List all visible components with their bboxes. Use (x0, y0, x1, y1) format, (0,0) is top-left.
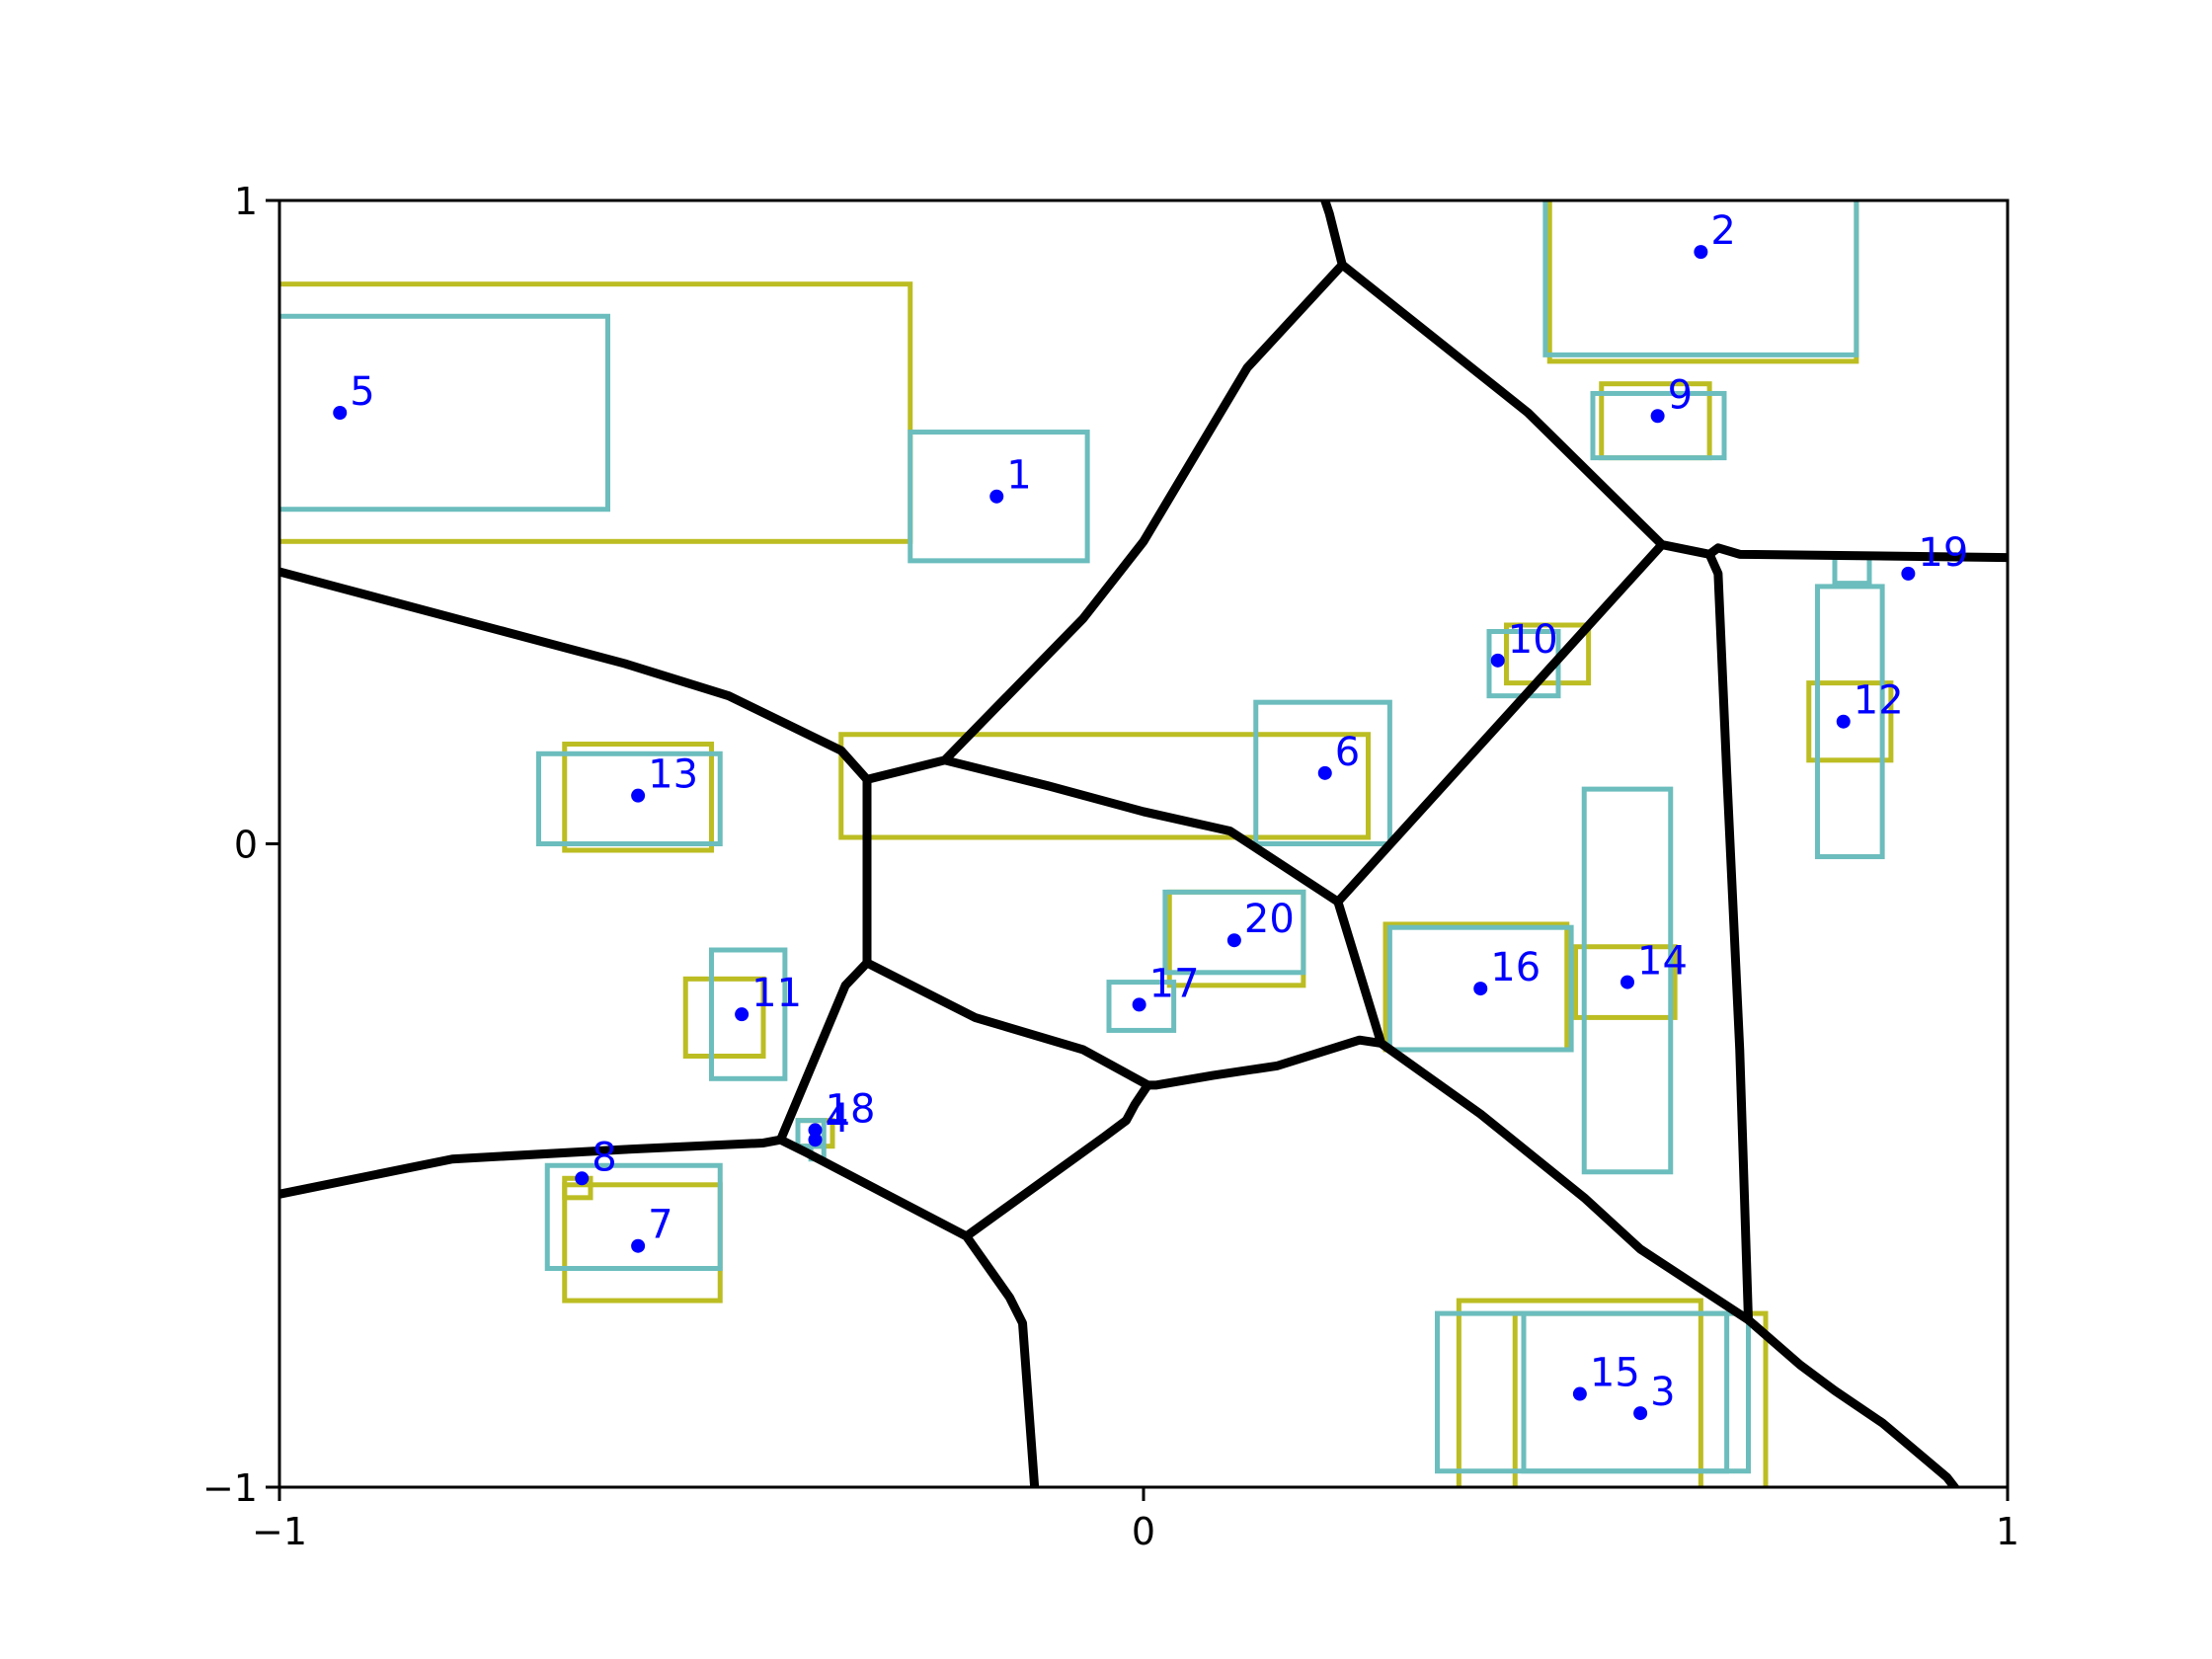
point-label: 18 (826, 1086, 876, 1132)
x-tick-label: 1 (1996, 1510, 2019, 1553)
box-b (1581, 786, 1674, 1175)
point-label: 6 (1335, 730, 1360, 775)
point-label: 15 (1590, 1351, 1640, 1396)
voronoi-edge (279, 1135, 785, 1199)
box-a (1573, 944, 1678, 1020)
data-point (1901, 566, 1916, 581)
data-point (631, 788, 646, 803)
point-label: 8 (592, 1135, 616, 1180)
data-point (989, 489, 1004, 504)
data-point (1650, 409, 1665, 424)
data-point (1490, 653, 1505, 668)
data-point (1317, 765, 1332, 780)
box-a (279, 281, 913, 544)
point-label: 3 (1650, 1370, 1675, 1415)
box-b (1521, 1310, 1751, 1474)
point-label: 20 (1244, 897, 1295, 942)
box-b (709, 947, 788, 1081)
x-tick-label: 0 (1132, 1510, 1155, 1553)
data-point (735, 1007, 750, 1022)
point-label: 9 (1668, 372, 1693, 418)
data-point (1836, 714, 1851, 729)
voronoi-layer (279, 200, 2008, 1487)
point-label: 16 (1490, 945, 1540, 990)
point-label: 17 (1149, 961, 1200, 1006)
box-a (1504, 622, 1592, 686)
box-b (1815, 584, 1885, 860)
box-a (1456, 1298, 1703, 1487)
voronoi-edge (1337, 260, 2008, 563)
box-a (1806, 680, 1894, 763)
data-point (808, 1123, 823, 1138)
voronoi-edge (279, 567, 872, 784)
box-a (562, 742, 714, 853)
voronoi-edge (776, 200, 1347, 1487)
y-tick-label: 1 (234, 180, 258, 223)
data-point (631, 1238, 646, 1253)
data-point (808, 1133, 823, 1147)
point-label: 19 (1918, 530, 1968, 576)
voronoi-edge (862, 958, 1386, 1090)
data-point (575, 1171, 590, 1186)
box-b (279, 313, 610, 513)
point-label: 11 (751, 971, 802, 1016)
box-b (544, 1162, 723, 1271)
box-b (1162, 889, 1306, 976)
x-tick-label: −1 (252, 1510, 307, 1553)
data-point (1226, 933, 1241, 948)
point-label: 1 (1006, 453, 1031, 499)
box-b (1386, 924, 1574, 1053)
data-point (1620, 975, 1634, 989)
data-point (1633, 1406, 1648, 1421)
voronoi-edge (940, 755, 1343, 907)
box-b (1106, 980, 1177, 1033)
box-a (682, 976, 766, 1059)
box-b (1542, 200, 1859, 357)
point-label: 4 (826, 1096, 850, 1142)
box-layer (279, 200, 1894, 1487)
point-label: 2 (1710, 208, 1735, 254)
point-label: 5 (350, 369, 374, 415)
box-b (1590, 390, 1727, 461)
point-label: 7 (648, 1203, 672, 1248)
box-a (838, 732, 1371, 840)
point-label: 13 (648, 752, 698, 798)
data-point (333, 405, 348, 420)
point-label: 10 (1508, 617, 1558, 663)
data-point (1473, 982, 1488, 996)
box-b (536, 750, 723, 846)
axes-layer: −1 0 1 −1 0 1 (202, 180, 2019, 1553)
box-b (1253, 699, 1392, 846)
point-label: 12 (1854, 678, 1904, 724)
data-point (1132, 997, 1146, 1012)
y-tick-label: 0 (234, 824, 258, 867)
data-point (1694, 245, 1708, 260)
voronoi-edge (1704, 549, 1960, 1487)
box-b (908, 430, 1090, 564)
y-tick-label: −1 (202, 1466, 258, 1510)
point-label: 14 (1637, 939, 1688, 985)
data-point (1572, 1386, 1587, 1401)
voronoi-edge (962, 1080, 1152, 1241)
